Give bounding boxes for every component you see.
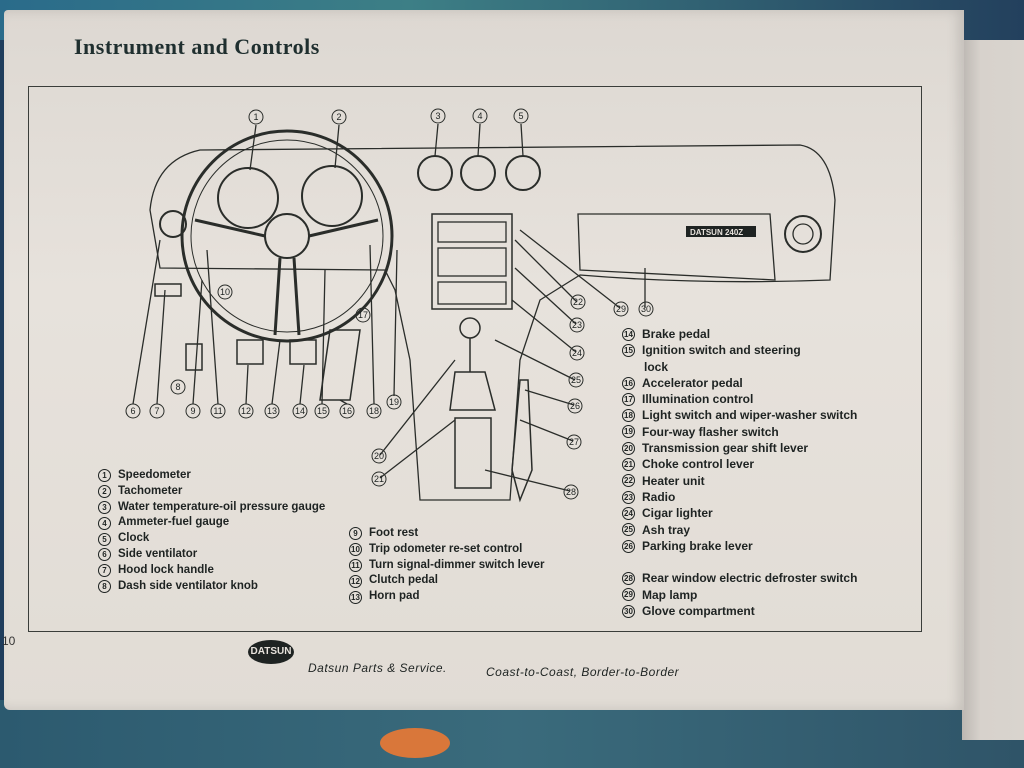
- callout-4: 4: [477, 111, 482, 121]
- footer-text-right: Coast-to-Coast, Border-to-Border: [486, 665, 680, 679]
- tachometer-dial: [301, 165, 363, 227]
- speedometer-dial: [217, 167, 279, 229]
- callout-21: 21: [374, 474, 384, 484]
- left-vent: [159, 210, 187, 238]
- clock-dial: [505, 155, 541, 191]
- callout-8: 8: [175, 382, 180, 392]
- callout-26: 26: [570, 401, 580, 411]
- hood-handle-shape: [154, 283, 182, 297]
- callout-13: 13: [267, 406, 277, 416]
- callout-12: 12: [241, 406, 251, 416]
- parking-brake-shape: [511, 379, 533, 503]
- callout-27: 27: [569, 437, 579, 447]
- manual-page: [4, 10, 964, 710]
- water-temp-gauge: [417, 155, 453, 191]
- glove-compartment: [577, 213, 776, 281]
- callout-30: 30: [641, 304, 651, 314]
- legend-item-blank: [622, 554, 857, 570]
- clutch-pedal-shape: [236, 339, 264, 365]
- callout-22: 22: [573, 297, 583, 307]
- diagram-frame: [28, 86, 922, 632]
- callout-1: 1: [253, 112, 258, 122]
- steering-wheel: [180, 129, 394, 343]
- callout-29: 29: [616, 304, 626, 314]
- background-bottom: [0, 700, 1024, 768]
- glove-box-badge-text: DATSUN 240Z: [690, 228, 743, 237]
- footer-text-left: Datsun Parts & Service.: [308, 661, 447, 675]
- dashboard-outline: [149, 144, 836, 501]
- callout-14: 14: [295, 406, 305, 416]
- ammeter-gauge: [460, 155, 496, 191]
- callout-numbers: 1 2 3 4 5 6 7 8 9 10 11 12 13 14 15 16 1…: [125, 108, 654, 500]
- brake-pedal-shape: [289, 339, 317, 365]
- console-tray: [454, 417, 492, 489]
- callout-3: 3: [435, 111, 440, 121]
- right-vent: [784, 215, 822, 253]
- datsun-logo: DATSUN: [248, 640, 294, 664]
- callout-20: 20: [374, 451, 384, 461]
- callout-7: 7: [154, 406, 159, 416]
- callout-5: 5: [518, 111, 523, 121]
- callout-18: 18: [369, 406, 379, 416]
- callout-16: 16: [342, 406, 352, 416]
- callout-2: 2: [336, 112, 341, 122]
- legend-item-continuation: lock: [644, 359, 669, 374]
- center-console: [431, 213, 513, 310]
- glove-box-badge: [686, 226, 756, 237]
- horn-pad-shape: [264, 213, 310, 259]
- callout-24: 24: [572, 348, 582, 358]
- right-page-edge: [962, 40, 1024, 740]
- callout-11: 11: [213, 406, 222, 416]
- callout-10: 10: [220, 287, 230, 297]
- callout-23: 23: [572, 320, 582, 330]
- callout-9: 9: [190, 406, 195, 416]
- shift-knob: [459, 317, 481, 339]
- callout-6: 6: [130, 406, 135, 416]
- callout-17: 17: [358, 310, 368, 320]
- background-object: [380, 728, 450, 758]
- page-title: Instrument and Controls: [74, 34, 320, 59]
- foot-rest-shape: [185, 343, 203, 371]
- page-number: 10: [2, 634, 16, 648]
- callout-19: 19: [389, 397, 399, 407]
- callout-15: 15: [317, 406, 327, 416]
- accelerator-pedal-shape: [319, 329, 361, 401]
- callout-25: 25: [571, 375, 581, 385]
- callout-28: 28: [566, 487, 576, 497]
